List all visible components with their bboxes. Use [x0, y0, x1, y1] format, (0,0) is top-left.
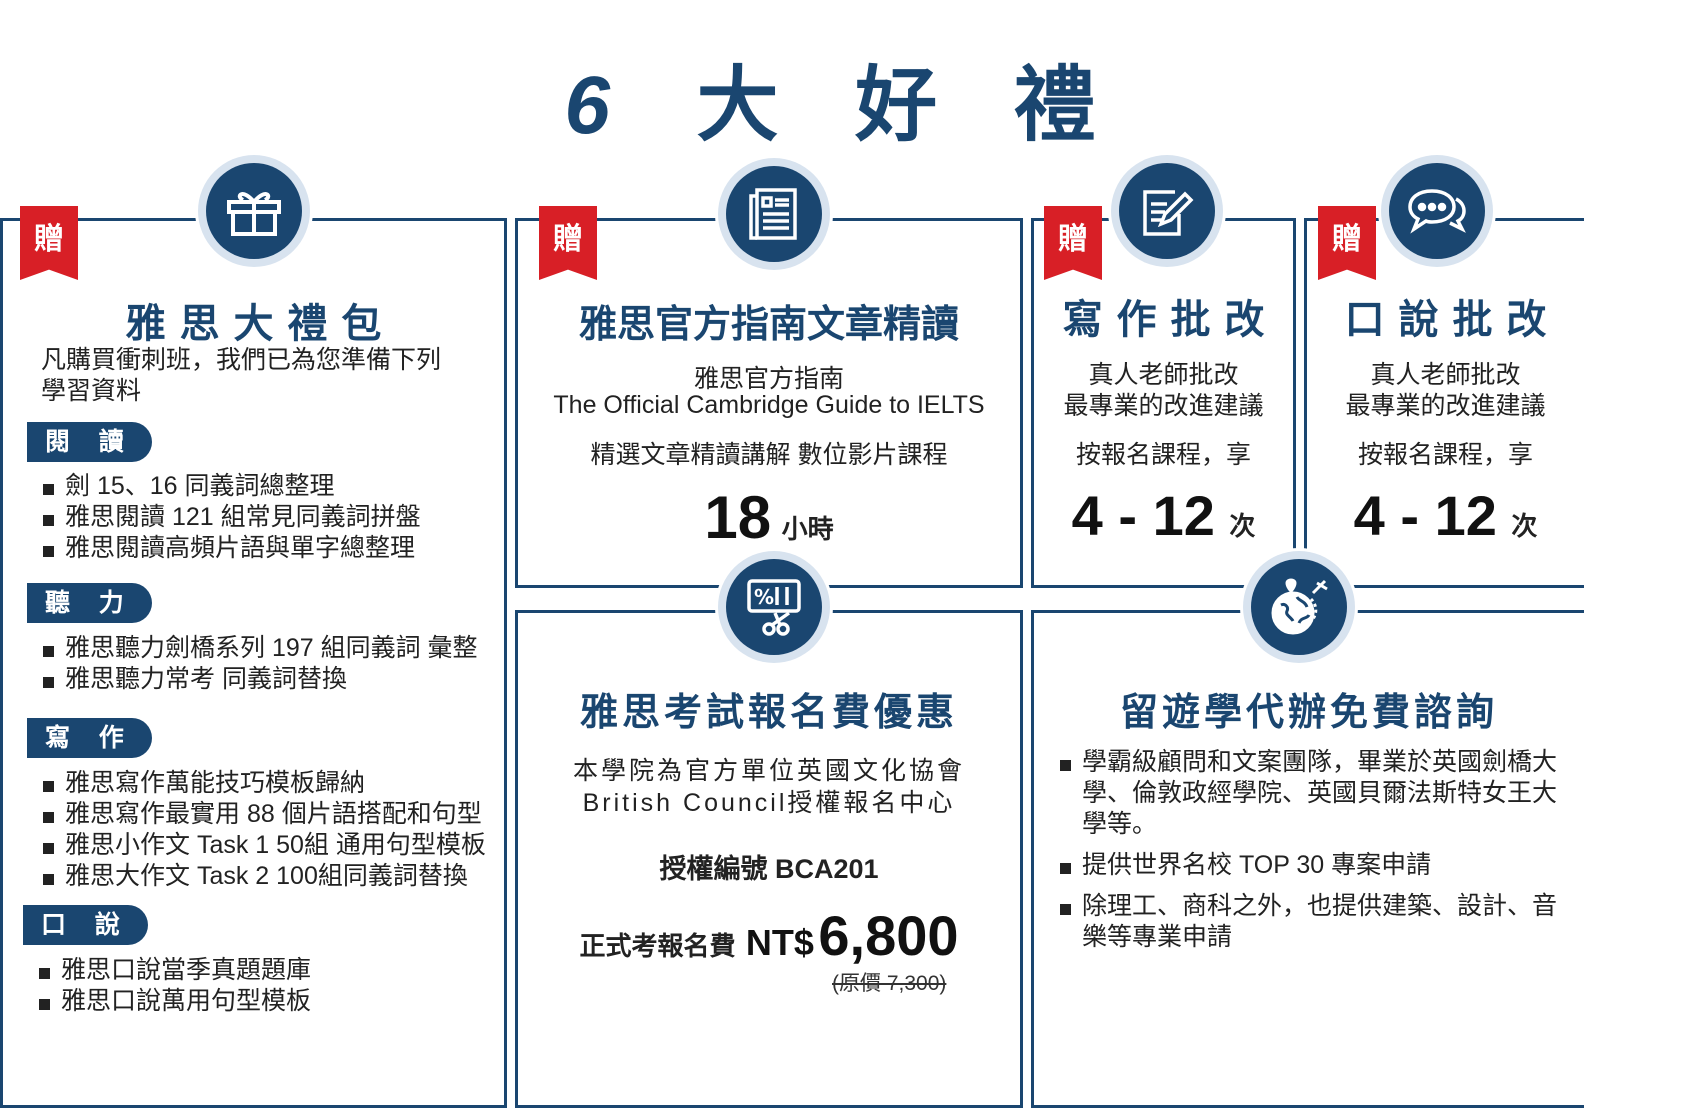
chat-icon	[1408, 189, 1466, 234]
title-text: 大 好 禮	[696, 58, 1120, 153]
writing-list: 雅思寫作萬能技巧模板歸納 雅思寫作最實用 88 個片語搭配和句型 雅思小作文 T…	[41, 768, 486, 892]
category-writing: 寫 作	[27, 718, 152, 758]
exam-fee-title: 雅思考試報名費優惠	[579, 690, 958, 734]
title-number: 6	[564, 60, 634, 151]
list-item: 雅思閱讀 121 組常見同義詞拼盤	[41, 502, 421, 533]
document-icon-badge	[715, 155, 833, 273]
exam-fee-line2: British Council授權報名中心	[582, 789, 956, 817]
writing-count: 4 - 12 次	[1034, 483, 1293, 548]
listening-list: 雅思聽力劍橋系列 197 組同義詞 彙整 雅思聽力常考 同義詞替換	[41, 633, 478, 695]
list-item: 劍 15、16 同義詞總整理	[41, 471, 421, 502]
writing-card: 寫 作 批 改 真人老師批改 最專業的改進建議 按報名課程，享 4 - 12 次	[1031, 218, 1296, 588]
speaking-card: 口 說 批 改 真人老師批改 最專業的改進建議 按報名課程，享 4 - 12 次	[1304, 218, 1584, 588]
gift-pack-intro: 凡購買衝刺班，我們已為您準備下列學習資料	[41, 346, 442, 405]
study-abroad-list: 學霸級顧問和文案團隊，畢業於英國劍橋大學、倫敦政經學院、英國貝爾法斯特女王大學等…	[1058, 747, 1558, 953]
list-item: 雅思口說萬用句型模板	[37, 986, 311, 1017]
official-guide-title: 雅思官方指南文章精讀	[578, 302, 959, 346]
official-guide-line3: 精選文章精讀講解 數位影片課程	[590, 441, 948, 469]
speaking-count: 4 - 12 次	[1307, 483, 1584, 548]
official-guide-card: 雅思官方指南文章精讀 雅思官方指南 The Official Cambridge…	[515, 218, 1023, 588]
gift-pack-title: 雅 思 大 禮 包	[125, 301, 382, 347]
gift-ribbon: 贈	[20, 206, 78, 280]
document-icon	[749, 188, 797, 240]
gift-icon	[227, 192, 281, 236]
discount-icon-badge: %	[715, 548, 833, 666]
count-unit: 次	[1511, 511, 1538, 541]
study-abroad-card: 留遊學代辦免費諮詢 學霸級顧問和文案團隊，畢業於英國劍橋大學、倫敦政經學院、英國…	[1031, 610, 1584, 1108]
category-listening: 聽 力	[27, 583, 152, 623]
gift-ribbon: 贈	[1318, 206, 1376, 280]
list-item: 雅思寫作最實用 88 個片語搭配和句型	[41, 799, 486, 830]
list-item: 雅思聽力劍橋系列 197 組同義詞 彙整	[41, 633, 478, 664]
list-item: 提供世界名校 TOP 30 專案申請	[1058, 850, 1558, 881]
page-title: 6 大 好 禮	[0, 38, 1684, 157]
official-guide-line2: The Official Cambridge Guide to IELTS	[553, 391, 985, 419]
speaking-line2: 最專業的改進建議	[1345, 392, 1546, 420]
price-label: 正式考報名費	[579, 931, 736, 961]
gift-pack-card: 雅 思 大 禮 包 凡購買衝刺班，我們已為您準備下列學習資料 閱 讀 劍 15、…	[0, 218, 507, 1108]
edit-icon	[1143, 190, 1194, 236]
list-item: 雅思小作文 Task 1 50組 通用句型模板	[41, 830, 486, 861]
count-value: 4 - 12	[1353, 484, 1497, 547]
list-item: 雅思大作文 Task 2 100組同義詞替換	[41, 861, 486, 892]
gift-ribbon: 贈	[539, 206, 597, 280]
writing-title: 寫 作 批 改	[1062, 297, 1265, 343]
count-unit: 次	[1229, 511, 1256, 541]
reading-list: 劍 15、16 同義詞總整理 雅思閱讀 121 組常見同義詞拼盤 雅思閱讀高頻片…	[41, 471, 421, 564]
exam-fee-card: 雅思考試報名費優惠 本學院為官方單位英國文化協會 British Council…	[515, 610, 1023, 1108]
exam-fee-price: 正式考報名費 NT$ 6,800	[518, 903, 1020, 968]
gift-ribbon: 贈	[1044, 206, 1102, 280]
gift-icon-badge	[195, 152, 313, 270]
count-value: 4 - 12	[1071, 484, 1215, 547]
svg-text:%: %	[754, 585, 774, 609]
writing-line3: 按報名課程，享	[1075, 441, 1251, 469]
edit-icon-badge	[1108, 152, 1226, 270]
original-price: (原價 7,300)	[832, 972, 947, 995]
globe-icon-badge	[1240, 548, 1358, 666]
list-item: 雅思閱讀高頻片語與單字總整理	[41, 533, 421, 564]
speaking-line3: 按報名課程，享	[1357, 441, 1533, 469]
speaking-list: 雅思口說當季真題題庫 雅思口說萬用句型模板	[37, 955, 311, 1017]
exam-fee-line1: 本學院為官方單位英國文化協會	[572, 757, 965, 785]
list-item: 雅思寫作萬能技巧模板歸納	[41, 768, 486, 799]
official-guide-hours: 18 小時	[518, 483, 1020, 552]
list-item: 雅思聽力常考 同義詞替換	[41, 664, 478, 695]
study-abroad-title: 留遊學代辦免費諮詢	[1119, 690, 1498, 734]
list-item: 雅思口說當季真題題庫	[37, 955, 311, 986]
speaking-title: 口 說 批 改	[1344, 297, 1547, 343]
list-item: 學霸級顧問和文案團隊，畢業於英國劍橋大學、倫敦政經學院、英國貝爾法斯特女王大學等…	[1058, 747, 1558, 840]
chat-icon-badge	[1378, 152, 1496, 270]
globe-travel-icon	[1271, 578, 1328, 635]
official-guide-line1: 雅思官方指南	[693, 365, 844, 393]
speaking-line1: 真人老師批改	[1370, 361, 1521, 389]
writing-line2: 最專業的改進建議	[1063, 392, 1264, 420]
category-reading: 閱 讀	[27, 422, 152, 462]
price-value: 6,800	[818, 904, 959, 967]
list-item: 除理工、商科之外，也提供建築、設計、音樂等專業申請	[1058, 891, 1558, 953]
hours-value: 18	[704, 484, 772, 551]
category-speaking: 口 說	[23, 905, 148, 945]
writing-line1: 真人老師批改	[1088, 361, 1239, 389]
hours-unit: 小時	[781, 514, 834, 544]
discount-icon: %	[747, 579, 801, 636]
price-currency: NT$	[745, 922, 814, 963]
auth-number: 授權編號 BCA201	[659, 854, 879, 884]
